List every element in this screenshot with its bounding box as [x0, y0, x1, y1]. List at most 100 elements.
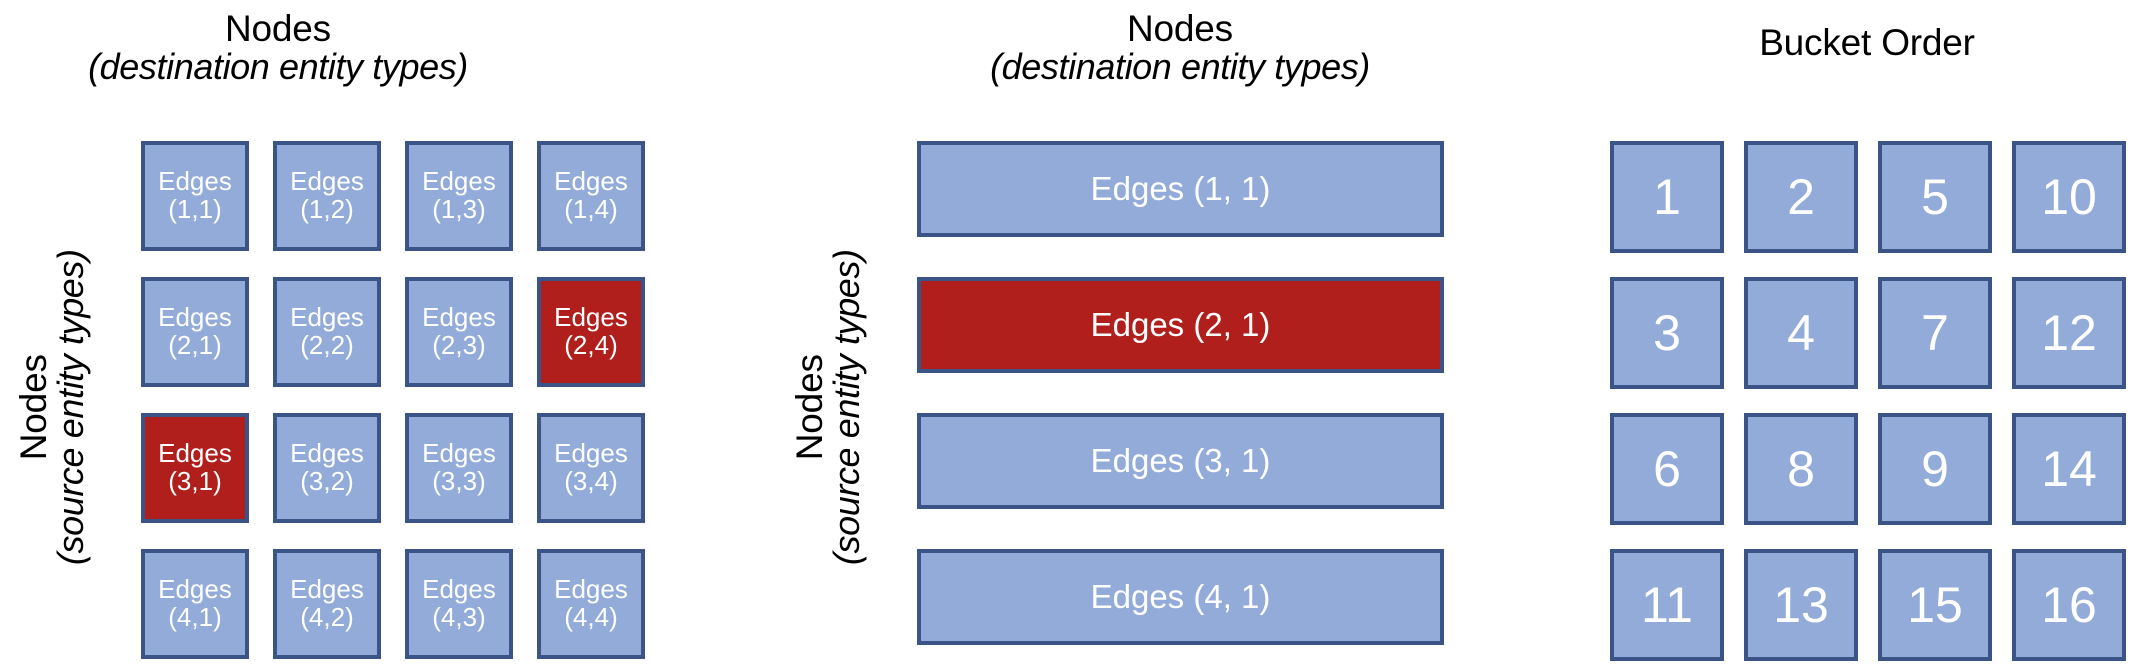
matrix-cell-line2: (1,3) — [432, 194, 486, 224]
bucket-bar[interactable]: Edges (1, 1) — [917, 141, 1444, 237]
matrix-cell-line2: (2,1) — [168, 330, 222, 360]
matrix-cell-line1: Edges — [158, 302, 232, 333]
matrix-cell[interactable]: Edges (3,3) — [405, 413, 513, 523]
bucket-bar[interactable]: Edges (4, 1) — [917, 549, 1444, 645]
bucket-bar-label: Edges (2, 1) — [1090, 305, 1271, 343]
bucket-order-cell[interactable]: 1 — [1610, 141, 1724, 253]
bucket-order-cell[interactable]: 2 — [1744, 141, 1858, 253]
bucket-order-number: 9 — [1921, 440, 1949, 497]
matrix-cell[interactable]: Edges (1,2) — [273, 141, 381, 251]
matrix-cell-line2: (2,4) — [564, 330, 618, 360]
matrix-cell-line1: Edges — [158, 574, 232, 605]
matrix-cell[interactable]: Edges (2,1) — [141, 277, 249, 387]
bucket-bar-label: Edges (1, 1) — [1090, 169, 1271, 207]
matrix-row-axis-title-main: Nodes — [12, 354, 54, 461]
bucket-order-cell[interactable]: 3 — [1610, 277, 1724, 389]
bucket-order-number: 12 — [2041, 304, 2097, 361]
matrix-cell[interactable]: Edges (3,2) — [273, 413, 381, 523]
bucket-order-cell[interactable]: 4 — [1744, 277, 1858, 389]
bucket-order-number: 15 — [1907, 576, 1963, 633]
bucket-order-cell[interactable]: 15 — [1878, 549, 1992, 661]
matrix-cell[interactable]: Edges (2,2) — [273, 277, 381, 387]
matrix-cell-line1: Edges — [290, 302, 364, 333]
matrix-cell[interactable]: Edges (4,1) — [141, 549, 249, 659]
bars-column-axis-title-main: Nodes — [1127, 8, 1233, 49]
matrix-cell[interactable]: Edges (4,2) — [273, 549, 381, 659]
matrix-cell-line2: (2,2) — [300, 330, 354, 360]
matrix-cell-line1: Edges — [290, 166, 364, 197]
bucket-order-cell[interactable]: 6 — [1610, 413, 1724, 525]
bucket-order-number: 1 — [1653, 168, 1681, 225]
matrix-cell-line2: (4,4) — [564, 602, 618, 632]
matrix-cell-line2: (3,2) — [300, 466, 354, 496]
matrix-cell-line2: (1,1) — [168, 194, 222, 224]
matrix-cell-line2: (4,3) — [432, 602, 486, 632]
bucket-bar-highlighted[interactable]: Edges (2, 1) — [917, 277, 1444, 373]
matrix-cell-line1: Edges — [554, 166, 628, 197]
bucket-order-number: 4 — [1787, 304, 1815, 361]
bucket-order-cell[interactable]: 12 — [2012, 277, 2126, 389]
matrix-cell[interactable]: Edges (4,4) — [537, 549, 645, 659]
bucket-order-title-main: Bucket Order — [1759, 22, 1975, 63]
bucket-bar-label: Edges (4, 1) — [1090, 577, 1271, 615]
bucket-order-cell[interactable]: 16 — [2012, 549, 2126, 661]
bucket-bar-label: Edges (3, 1) — [1090, 441, 1271, 479]
matrix-cell-line1: Edges — [290, 438, 364, 469]
bars-row-axis-title: Nodes (source entity types) — [788, 187, 867, 627]
matrix-cell-line1: Edges — [158, 438, 232, 469]
bucket-order-cell[interactable]: 11 — [1610, 549, 1724, 661]
matrix-cell-highlighted[interactable]: Edges (2,4) — [537, 277, 645, 387]
bucket-order-cell[interactable]: 13 — [1744, 549, 1858, 661]
matrix-column-axis-title: Nodes (destination entity types) — [88, 8, 468, 88]
matrix-cell-line2: (3,3) — [432, 466, 486, 496]
matrix-cell-line1: Edges — [554, 438, 628, 469]
bucket-order-title: Bucket Order — [1600, 22, 2134, 63]
matrix-cell-line1: Edges — [422, 438, 496, 469]
bucket-order-cell[interactable]: 9 — [1878, 413, 1992, 525]
matrix-cell-line1: Edges — [422, 574, 496, 605]
bucket-order-cell[interactable]: 10 — [2012, 141, 2126, 253]
bucket-order-number: 5 — [1921, 168, 1949, 225]
bucket-order-number: 2 — [1787, 168, 1815, 225]
matrix-cell-line2: (4,1) — [168, 602, 222, 632]
matrix-cell[interactable]: Edges (1,3) — [405, 141, 513, 251]
bucket-order-cell[interactable]: 7 — [1878, 277, 1992, 389]
matrix-cell[interactable]: Edges (3,4) — [537, 413, 645, 523]
bucket-order-number: 6 — [1653, 440, 1681, 497]
matrix-cell-line2: (2,3) — [432, 330, 486, 360]
bars-row-axis-title-main: Nodes — [788, 354, 830, 461]
bucket-order-cell[interactable]: 8 — [1744, 413, 1858, 525]
matrix-cell[interactable]: Edges (2,3) — [405, 277, 513, 387]
matrix-cell-line1: Edges — [554, 574, 628, 605]
bucket-order-number: 14 — [2041, 440, 2097, 497]
bucket-order-number: 8 — [1787, 440, 1815, 497]
bucket-order-number: 3 — [1653, 304, 1681, 361]
bucket-bar[interactable]: Edges (3, 1) — [917, 413, 1444, 509]
matrix-cell-line2: (4,2) — [300, 602, 354, 632]
matrix-cell-line2: (3,4) — [564, 466, 618, 496]
matrix-cell-line1: Edges — [554, 302, 628, 333]
matrix-cell[interactable]: Edges (1,1) — [141, 141, 249, 251]
matrix-cell-line1: Edges — [422, 166, 496, 197]
matrix-row-axis-title-sub: (source entity types) — [49, 249, 91, 566]
matrix-cell-line1: Edges — [158, 166, 232, 197]
bucket-order-number: 7 — [1921, 304, 1949, 361]
matrix-cell[interactable]: Edges (4,3) — [405, 549, 513, 659]
matrix-row-axis-title: Nodes (source entity types) — [12, 187, 91, 627]
matrix-column-axis-title-sub: (destination entity types) — [88, 46, 468, 88]
bars-column-axis-title-sub: (destination entity types) — [990, 46, 1370, 88]
matrix-column-axis-title-main: Nodes — [225, 8, 331, 49]
bucket-order-cell[interactable]: 14 — [2012, 413, 2126, 525]
bucket-order-number: 10 — [2041, 168, 2097, 225]
matrix-cell-line2: (1,4) — [564, 194, 618, 224]
bucket-order-number: 11 — [1641, 576, 1693, 633]
matrix-cell-line2: (3,1) — [168, 466, 222, 496]
matrix-cell[interactable]: Edges (1,4) — [537, 141, 645, 251]
bucket-order-cell[interactable]: 5 — [1878, 141, 1992, 253]
bars-column-axis-title: Nodes (destination entity types) — [860, 8, 1500, 88]
matrix-cell-highlighted[interactable]: Edges (3,1) — [141, 413, 249, 523]
bucket-order-number: 13 — [1773, 576, 1829, 633]
bucket-order-number: 16 — [2041, 576, 2097, 633]
matrix-cell-line1: Edges — [290, 574, 364, 605]
bars-row-axis-title-sub: (source entity types) — [825, 249, 867, 566]
